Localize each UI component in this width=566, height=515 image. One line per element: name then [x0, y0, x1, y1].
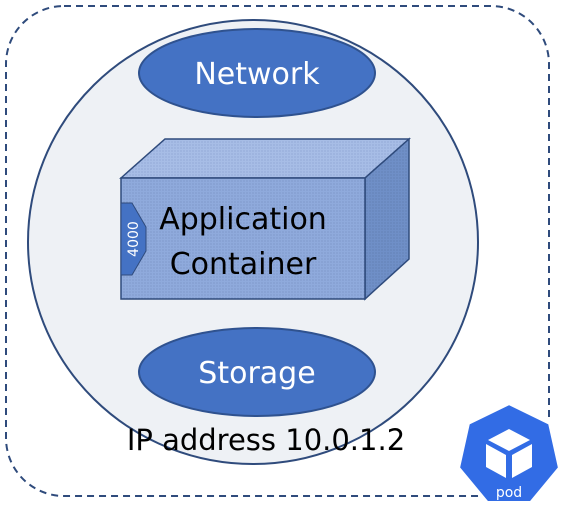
storage-node: Storage	[138, 327, 376, 417]
container-label-line1: Application	[159, 202, 327, 237]
port-tab	[120, 202, 147, 276]
ip-address-label: IP address 10.0.1.2	[127, 423, 405, 457]
network-node: Network	[138, 28, 376, 118]
pod-badge: pod	[456, 401, 562, 505]
network-label: Network	[194, 57, 320, 92]
cube-icon	[486, 429, 532, 478]
pod-badge-label: pod	[496, 485, 522, 501]
pod-badge-heptagon	[456, 401, 562, 505]
storage-label: Storage	[198, 356, 315, 391]
application-container: 4000 Application Container	[119, 137, 411, 301]
port-label: 4000	[126, 221, 142, 257]
container-front-face	[120, 177, 366, 300]
container-label-line2: Container	[170, 247, 317, 282]
container-top-face	[119, 138, 411, 179]
